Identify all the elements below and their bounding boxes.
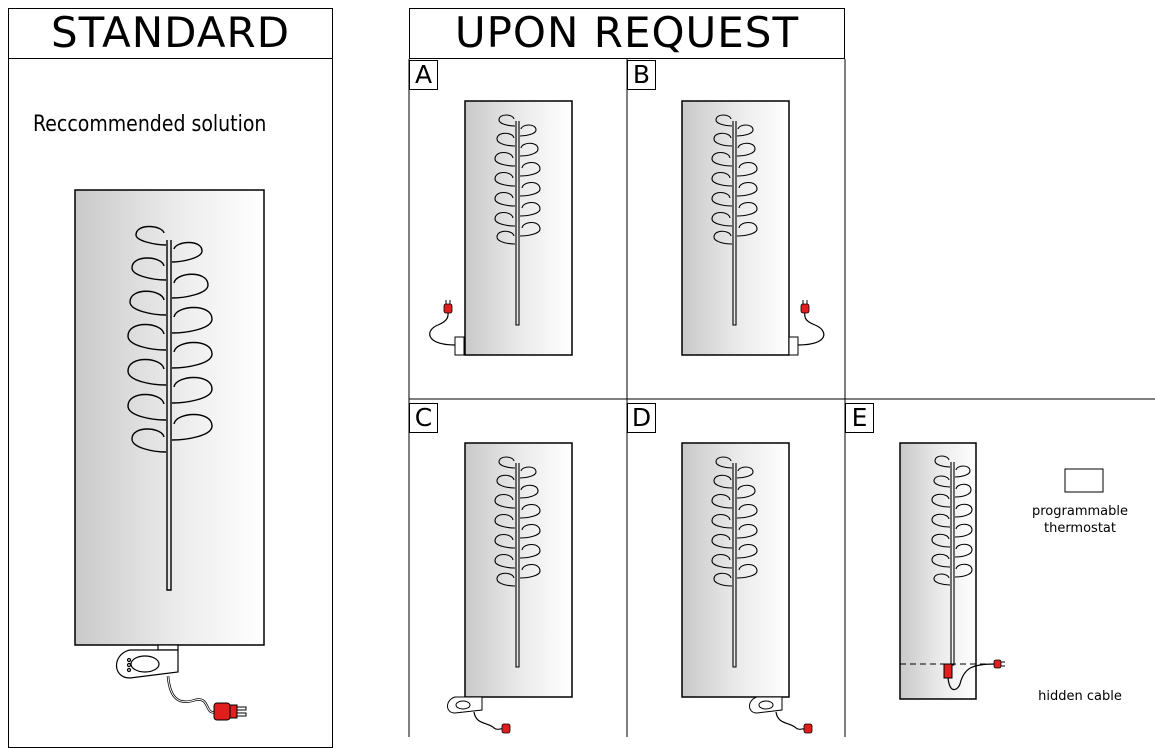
plug-icon: [213, 702, 247, 721]
option-e-radiator: [899, 442, 1104, 700]
recommended-solution-label: Reccommended solution: [33, 112, 267, 137]
standard-title: STANDARD: [50, 8, 291, 57]
standard-title-box: [8, 8, 333, 59]
grid-lines: [408, 59, 1155, 737]
option-b-radiator: [681, 100, 825, 356]
option-c-label: C: [409, 403, 438, 433]
thermostat-control-icon: [115, 644, 179, 679]
upon-request-title: UPON REQUEST: [454, 8, 800, 57]
hidden-cable-label: hidden cable: [1038, 689, 1122, 704]
wall-socket-icon: [788, 336, 799, 356]
option-d-radiator: [681, 442, 813, 734]
programmable-thermostat-icon: [1064, 468, 1104, 493]
wall-socket-icon: [454, 336, 465, 356]
thermostat-label-line1: programmable: [1032, 504, 1128, 519]
option-a-label: A: [409, 60, 438, 90]
upon-request-title-box: [409, 8, 845, 59]
option-d-label: D: [627, 403, 656, 433]
option-c-radiator: [447, 442, 573, 734]
thermostat-label-line2: thermostat: [1043, 521, 1116, 536]
option-a-radiator: [429, 100, 573, 356]
standard-radiator: [74, 189, 265, 721]
leaf-stem-pattern: [127, 225, 213, 591]
